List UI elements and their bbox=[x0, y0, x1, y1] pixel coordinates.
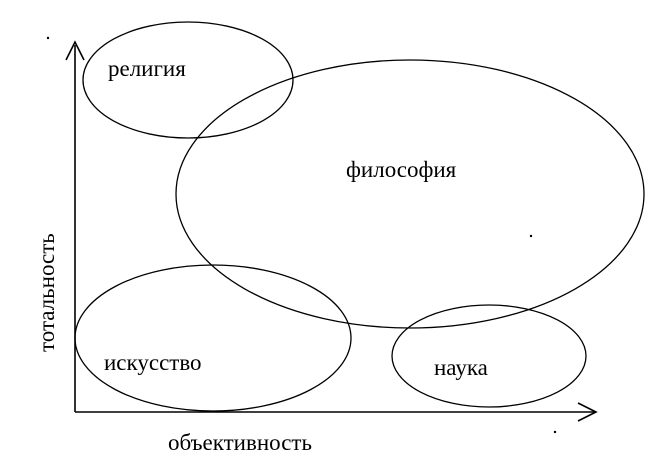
religion-label: религия bbox=[108, 56, 186, 81]
philosophy-label: философия bbox=[346, 157, 457, 182]
x-axis-label: объективность bbox=[168, 430, 312, 455]
speck bbox=[553, 430, 557, 434]
science-ellipse bbox=[391, 304, 587, 408]
religion-ellipse bbox=[82, 21, 294, 139]
speck bbox=[529, 234, 533, 238]
y-axis-label: тотальность bbox=[34, 233, 59, 352]
x-axis-arrowhead bbox=[577, 402, 598, 422]
y-axis bbox=[65, 40, 85, 412]
philosophy-ellipse bbox=[175, 59, 645, 329]
art-label: искусство bbox=[104, 350, 202, 375]
art-ellipse bbox=[74, 264, 352, 412]
x-axis bbox=[75, 402, 598, 422]
y-axis-arrowhead bbox=[65, 40, 85, 61]
science-label: наука bbox=[434, 355, 488, 380]
speck bbox=[46, 36, 50, 40]
